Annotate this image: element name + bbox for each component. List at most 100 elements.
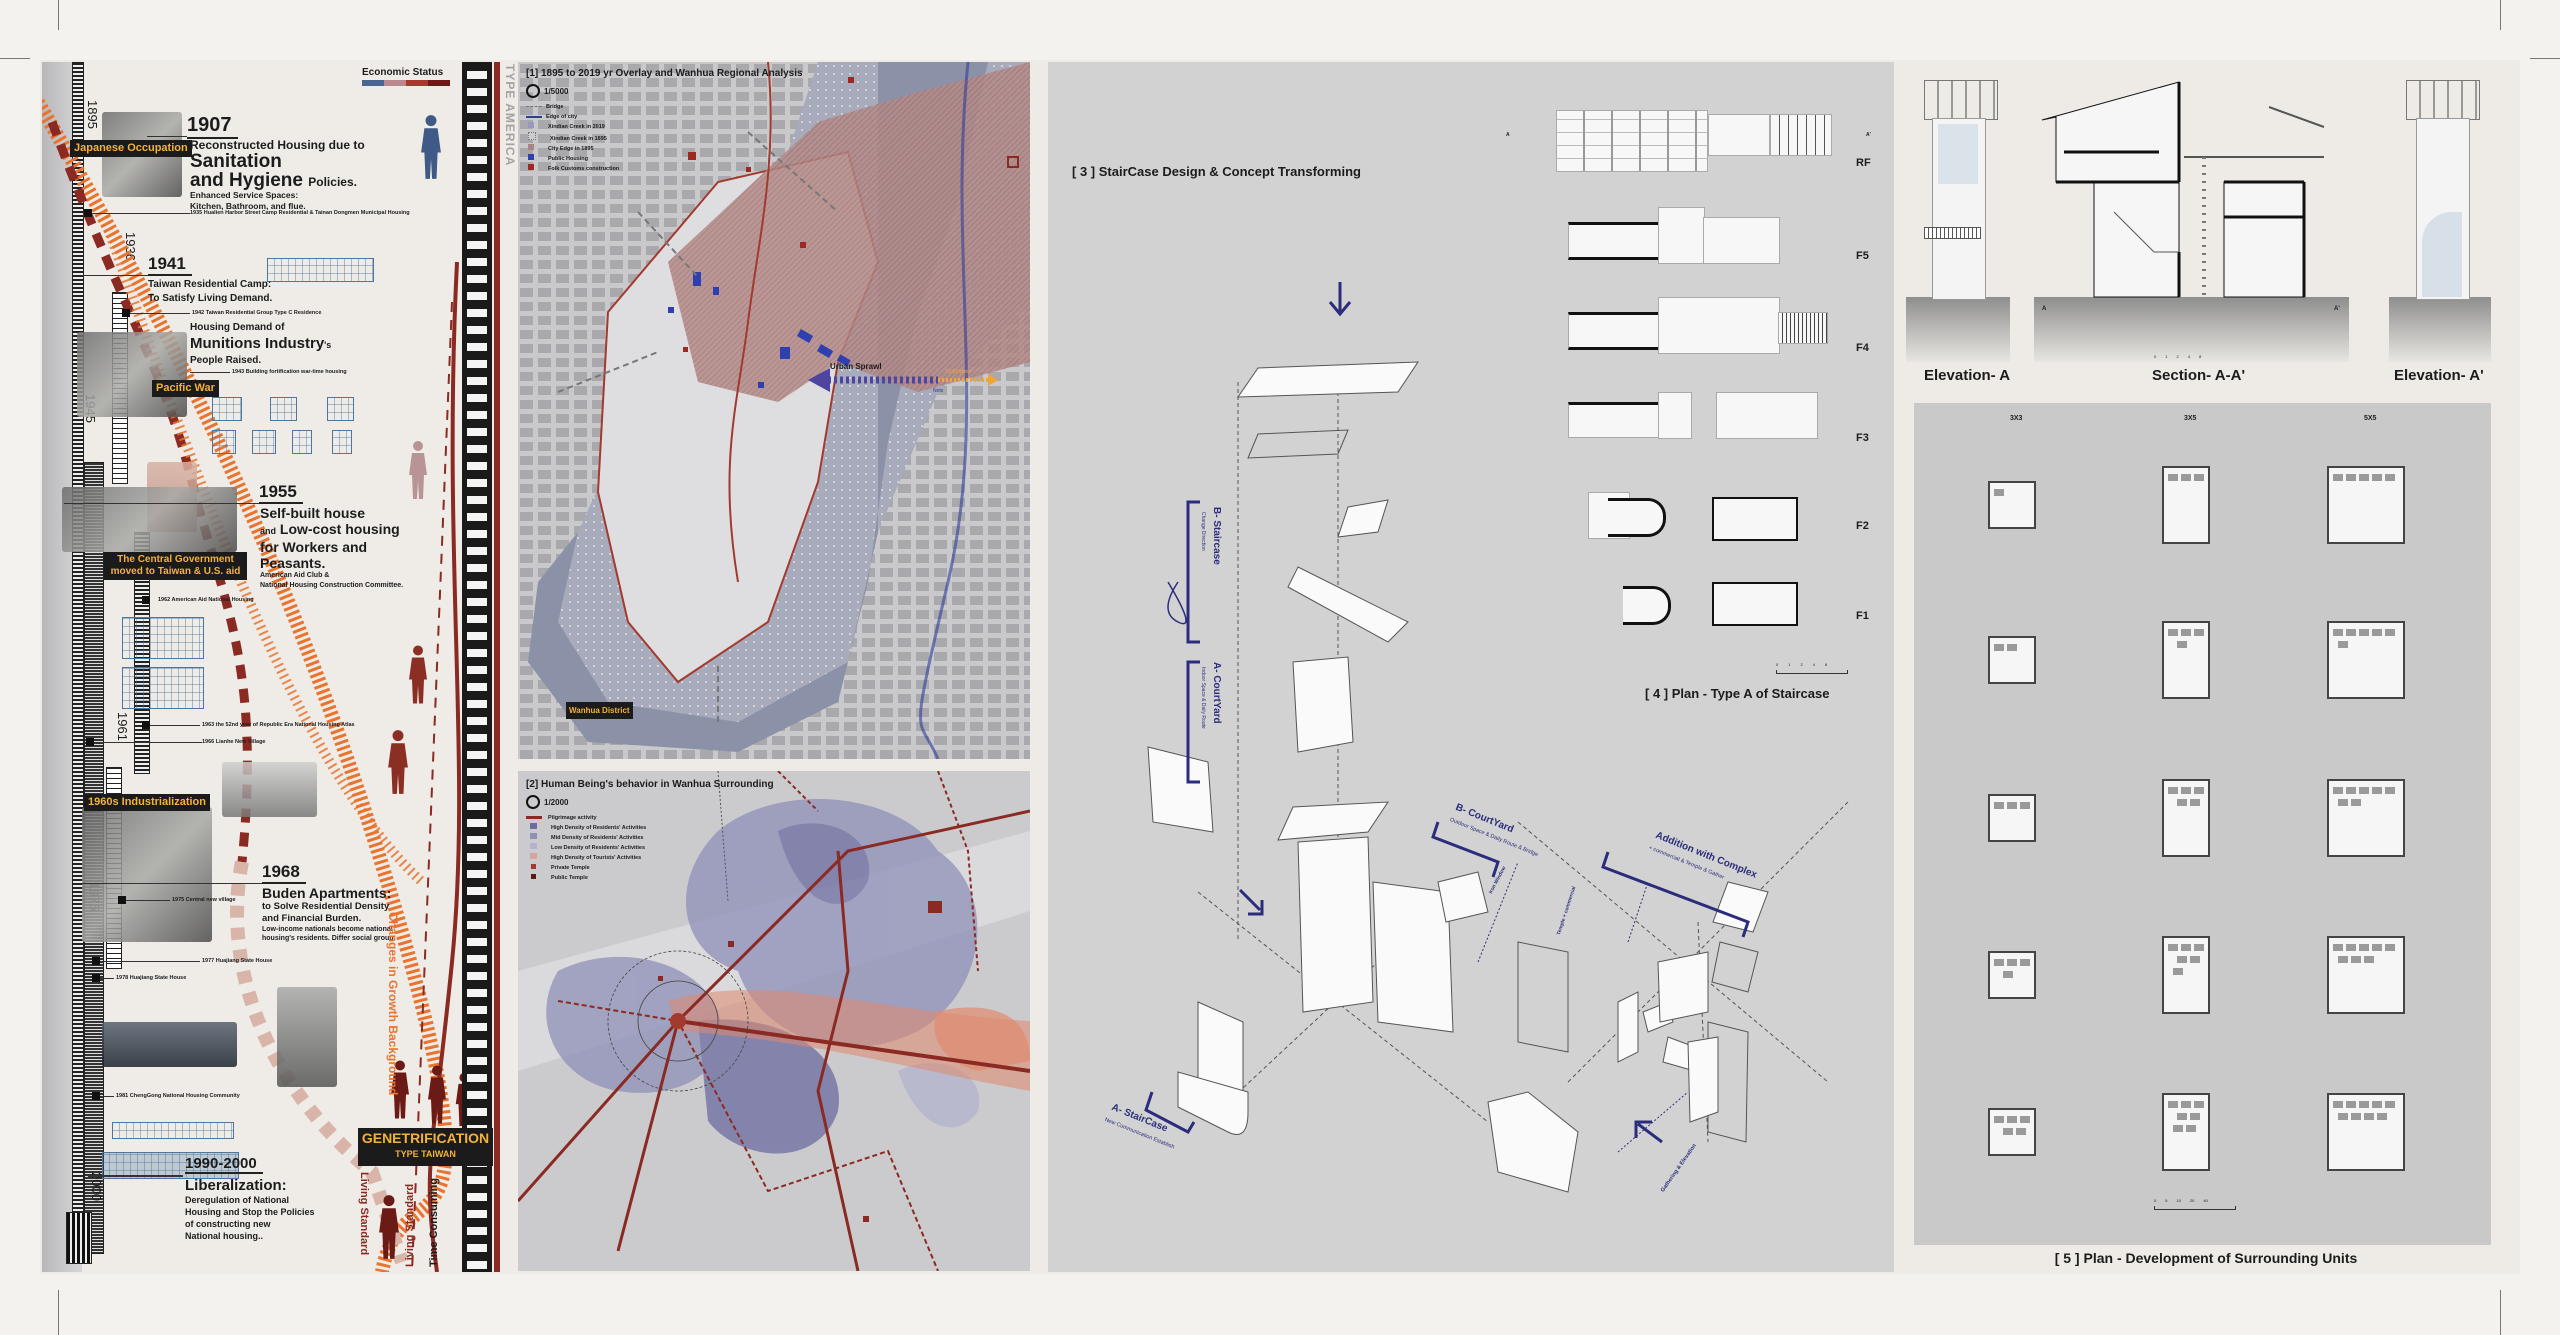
event-line: Enhanced Service Spaces: bbox=[190, 190, 299, 200]
unit-room-block bbox=[2333, 629, 2343, 636]
crop-mark bbox=[58, 0, 59, 30]
unit-room-block bbox=[2351, 799, 2361, 806]
roof-grid bbox=[1247, 429, 1349, 459]
connector-line bbox=[100, 961, 200, 962]
staircase-design-panel: [ 3 ] StairCase Design & Concept Transfo… bbox=[1048, 62, 1894, 1272]
unit-plan bbox=[1988, 481, 2036, 529]
elevation-roof-pergola bbox=[2406, 80, 2480, 120]
event-line: 's bbox=[324, 340, 332, 350]
iron-grid bbox=[1517, 941, 1569, 1053]
crop-mark bbox=[2500, 1290, 2501, 1335]
connector-line bbox=[88, 1175, 183, 1177]
unit-column-header: 3X3 bbox=[2010, 415, 2023, 422]
family-motorcycle-photo bbox=[82, 807, 212, 942]
event-line: Housing Demand of bbox=[190, 322, 285, 333]
map1-drawing: Urban Sprawl GridPattern Nets bbox=[518, 62, 1030, 759]
timeline-note: 1935 Hualien Harbor Street Camp Resident… bbox=[190, 210, 410, 216]
scale-tick: 10 bbox=[2176, 1198, 2181, 1203]
event-line: and Financial Burden. bbox=[262, 913, 362, 924]
unit-room-block bbox=[2181, 787, 2191, 794]
economic-status-scale bbox=[362, 80, 450, 86]
unit-room-block bbox=[2372, 944, 2382, 951]
event-1943-text: Housing Demand of Munitions Industry's P… bbox=[190, 321, 331, 368]
unit-room-block bbox=[2181, 629, 2191, 636]
person-figure bbox=[409, 645, 427, 704]
edge-of-city bbox=[919, 62, 970, 759]
unit-column-header: 3X5 bbox=[2184, 415, 2197, 422]
ladder-graphic bbox=[462, 62, 492, 1272]
person-figure bbox=[421, 115, 441, 179]
map1-title: [1] 1895 to 2019 yr Overlay and Wanhua R… bbox=[526, 68, 803, 79]
unit-room-block bbox=[2168, 1101, 2178, 1108]
connector-line bbox=[126, 900, 170, 901]
bridges bbox=[557, 131, 839, 722]
unit-room-block bbox=[2181, 1101, 2191, 1108]
concept-brackets bbox=[1144, 500, 1750, 1134]
event-line: National Housing Construction Committee. bbox=[260, 582, 404, 589]
timeline-note: 1977 Huajiang State House bbox=[202, 958, 273, 964]
unit-room-block bbox=[2194, 787, 2204, 794]
crop-mark bbox=[0, 58, 30, 59]
growth-background-label: Changes in Growth Background bbox=[386, 912, 400, 1096]
person-figure bbox=[379, 1195, 399, 1259]
event-1990-text: Liberalization: Deregulation of National… bbox=[185, 1177, 315, 1242]
regional-analysis-map: Urban Sprawl GridPattern Nets [1] 1895 t… bbox=[518, 62, 1030, 759]
connector-line bbox=[94, 742, 202, 743]
floor-plan-f1 bbox=[1712, 582, 1798, 626]
unit-room-block bbox=[2338, 799, 2348, 806]
legend-item: High Density of Tourists' Activities bbox=[526, 853, 646, 863]
red-curve-line bbox=[427, 261, 462, 1272]
floor-plan-drawing bbox=[270, 397, 297, 421]
unit-room-block bbox=[2181, 944, 2191, 951]
map2-drawing bbox=[518, 771, 1030, 1271]
legend-item: Public Temple bbox=[526, 873, 646, 883]
unit-room-block bbox=[2194, 944, 2204, 951]
timeline-note: 1963 the 52nd year of Republic Era Natio… bbox=[202, 722, 355, 728]
unit-room-block bbox=[2003, 971, 2013, 978]
unit-room-block bbox=[2168, 629, 2178, 636]
city-edge-1895 bbox=[668, 62, 1030, 402]
unit-room-block bbox=[2003, 1128, 2013, 1135]
time-consuming-label: Time Consuming bbox=[428, 1177, 440, 1267]
elevation-glazing bbox=[1938, 124, 1978, 184]
floor-plan-f2 bbox=[1712, 497, 1798, 541]
scale-dial-icon bbox=[526, 795, 540, 809]
pilgrimage-routes bbox=[518, 771, 1030, 1271]
connector-line bbox=[100, 1096, 114, 1097]
nets-label: Nets bbox=[933, 388, 944, 394]
unit-room-block bbox=[2177, 799, 2187, 806]
unit-room-block bbox=[2346, 1101, 2356, 1108]
units-title: [ 5 ] Plan - Development of Surrounding … bbox=[2054, 1250, 2358, 1266]
connector-line bbox=[147, 136, 187, 137]
legend-item: Private Temple bbox=[526, 863, 646, 873]
floor-plan-drawing bbox=[292, 430, 312, 454]
unit-room-block bbox=[2372, 787, 2382, 794]
unit-room-block bbox=[1994, 959, 2004, 966]
economic-status-title: Economic Status bbox=[362, 67, 444, 78]
floor-label: F4 bbox=[1856, 342, 1869, 354]
floor-label: F3 bbox=[1856, 432, 1869, 444]
arrow-down-icon bbox=[1328, 282, 1352, 317]
crop-mark bbox=[2500, 0, 2501, 30]
timeline-note: 1962 American Aid National Housing bbox=[158, 597, 254, 603]
scale-tick: 2 bbox=[2176, 354, 2179, 359]
elevation-a-label: Elevation- A bbox=[1924, 367, 2011, 384]
event-1941-text: Taiwan Residential Camp: To Satisfy Livi… bbox=[148, 278, 272, 306]
crop-mark bbox=[2530, 58, 2560, 59]
unit-room-block bbox=[2173, 1125, 2183, 1132]
stair-element bbox=[1287, 566, 1409, 643]
temple-radius-circles bbox=[607, 950, 749, 1092]
unit-plan bbox=[1988, 636, 2036, 684]
unit-room-block bbox=[2007, 644, 2017, 651]
section-marker-a: A bbox=[1506, 132, 1510, 138]
floor-plan-f3 bbox=[1716, 392, 1818, 439]
scale-label: 1/5000 bbox=[544, 86, 569, 96]
unit-room-block bbox=[2190, 799, 2200, 806]
upper-volume bbox=[2041, 81, 2180, 183]
elevation-a2-label: Elevation- A' bbox=[2394, 367, 2484, 384]
event-year: 1941 bbox=[148, 254, 192, 276]
connector-line bbox=[92, 213, 190, 214]
living-standard-label: Living Standard bbox=[358, 1172, 370, 1256]
